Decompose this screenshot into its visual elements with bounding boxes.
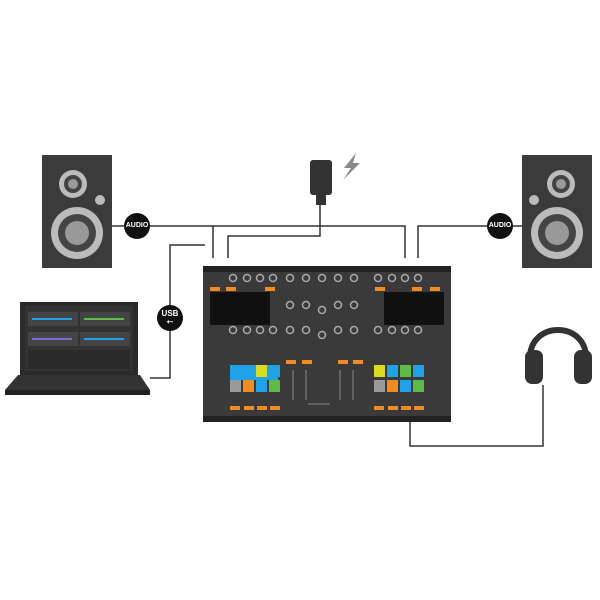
audio-left-label: AUDIO [125,222,149,229]
audio-left-badge: AUDIO [124,213,150,239]
usb-label: USB [161,309,179,318]
usb-icon: ⭠ [166,317,174,326]
laptop [5,302,150,395]
dj-controller [203,266,451,422]
cable-power [227,205,321,258]
lightning-icon [343,153,360,180]
cable-right-link [320,225,406,258]
power-adapter [310,153,360,205]
cable-headphones [409,385,544,447]
right-speaker [522,155,592,268]
usb-badge: USB⭠ [157,305,183,331]
audio-right-label: AUDIO [488,222,512,229]
left-speaker [42,155,112,268]
audio-right-badge: AUDIO [487,213,513,239]
headphones [525,327,592,384]
